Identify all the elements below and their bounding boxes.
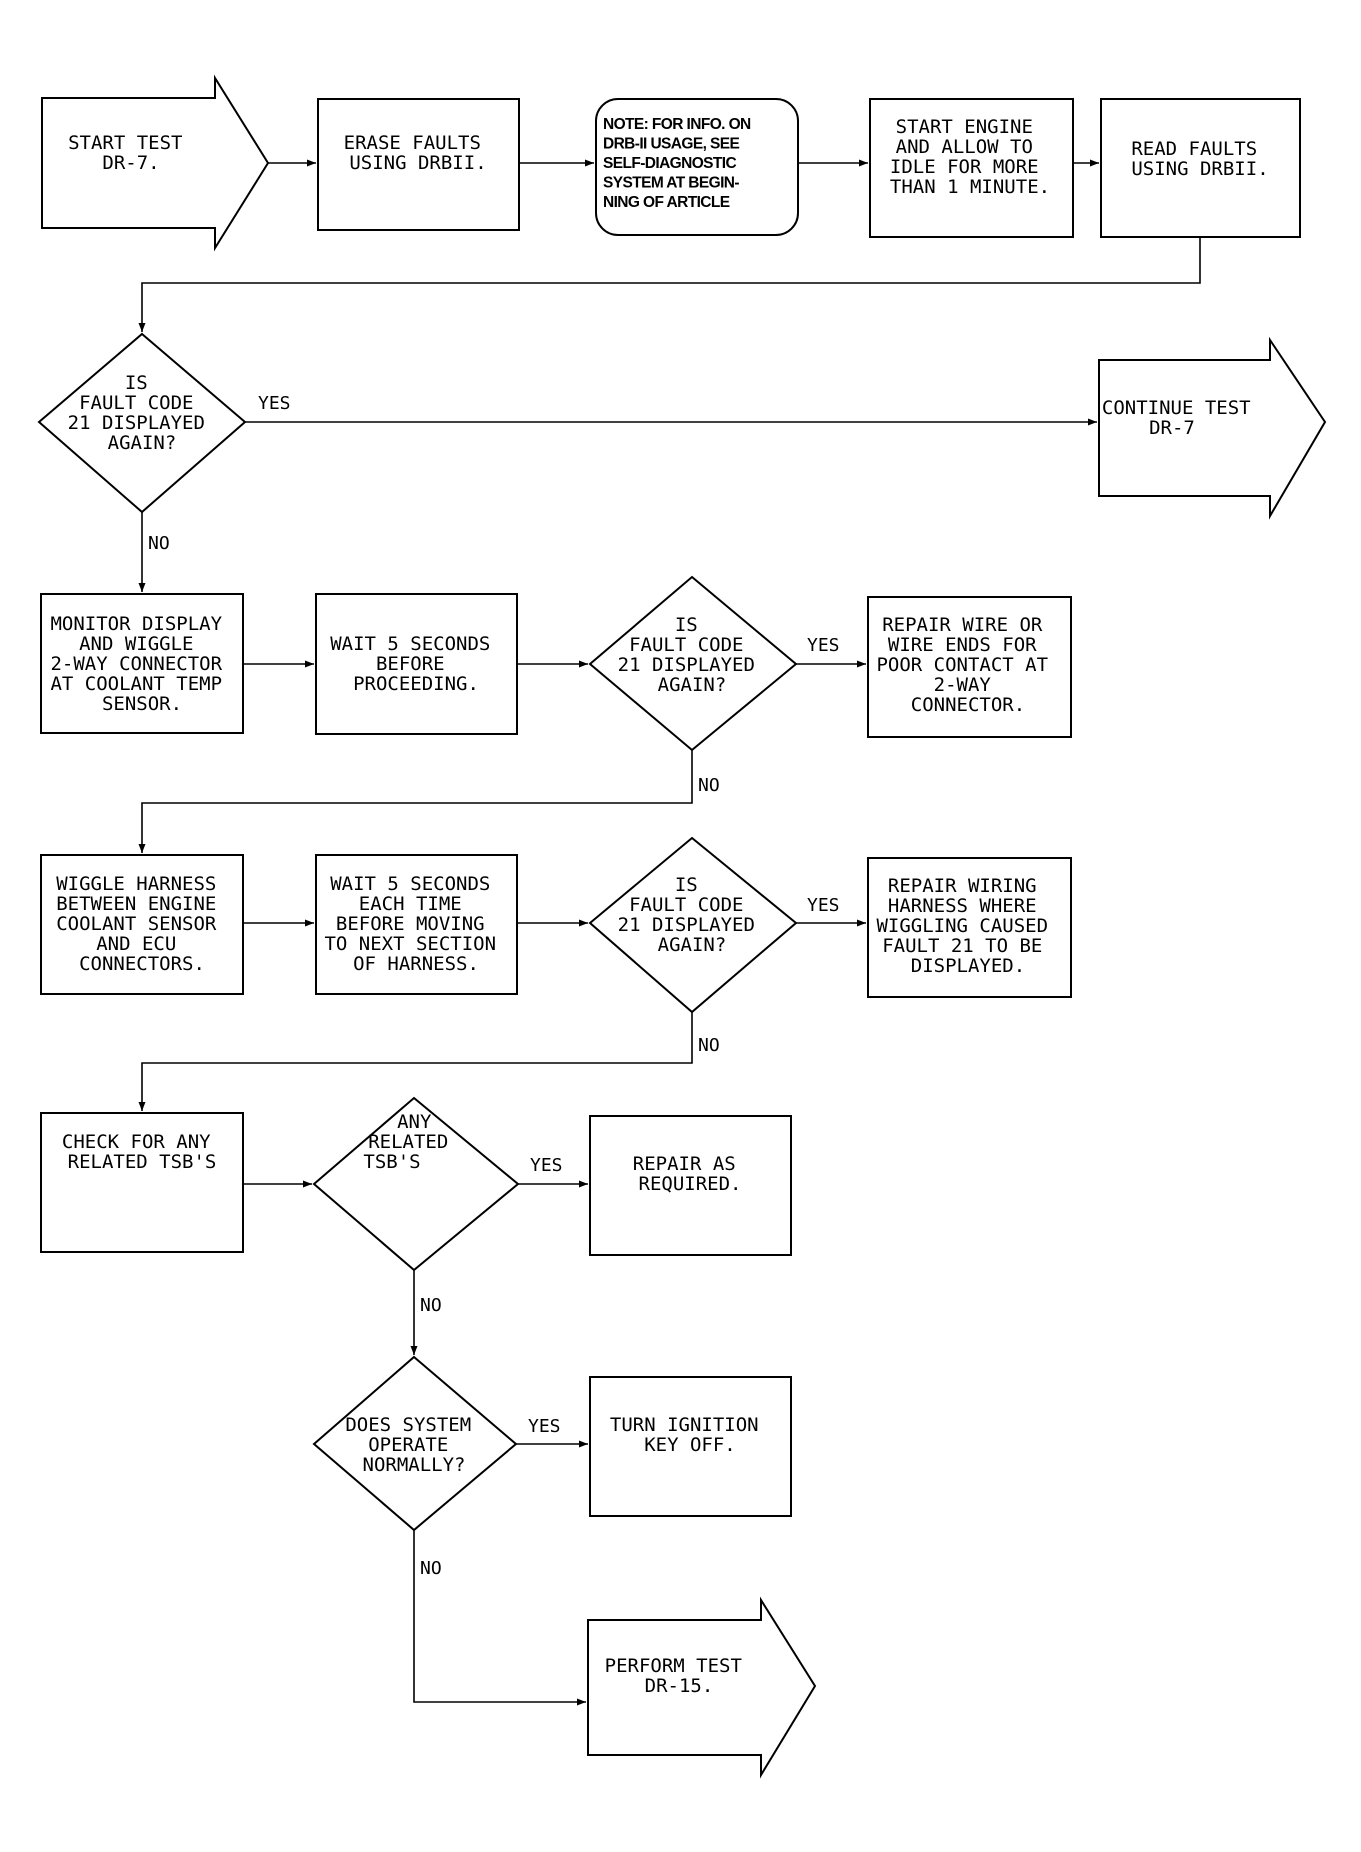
q3-yes-label: YES — [807, 895, 840, 916]
continue-test-arrow: CONTINUE TEST DR-7 — [1098, 336, 1327, 520]
repair-wiring-text: REPAIR WIRING HARNESS WHERE WIGGLING CAU… — [876, 875, 1059, 977]
start-engine-text: START ENGINE AND ALLOW TO IDLE FOR MORE … — [890, 116, 1050, 198]
q5-no-label: NO — [420, 1558, 442, 1579]
monitor-display-box: MONITOR DISPLAY AND WIGGLE 2-WAY CONNECT… — [40, 593, 244, 734]
q2-yes-label: YES — [807, 635, 840, 656]
q5-text: DOES SYSTEM OPERATE NORMALLY? — [345, 1414, 482, 1476]
wait-1-text: WAIT 5 SECONDS BEFORE PROCEEDING. — [330, 633, 502, 695]
q4-text: ANY RELATED TSB'S — [363, 1111, 459, 1173]
perform-test-arrow: PERFORM TEST DR-15. — [587, 1596, 817, 1779]
wait-2-box: WAIT 5 SECONDS EACH TIME BEFORE MOVING T… — [315, 854, 518, 995]
q3-text: IS FAULT CODE 21 DISPLAYED AGAIN? — [618, 874, 767, 956]
wiggle-harness-box: WIGGLE HARNESS BETWEEN ENGINE COOLANT SE… — [40, 854, 244, 995]
q1-yes-label: YES — [258, 393, 291, 414]
check-tsb-text: CHECK FOR ANY RELATED TSB'S — [62, 1131, 222, 1173]
turn-ignition-box: TURN IGNITION KEY OFF. — [589, 1376, 792, 1517]
perform-test-text: PERFORM TEST DR-15. — [605, 1655, 754, 1697]
q3-decision: IS FAULT CODE 21 DISPLAYED AGAIN? — [588, 836, 798, 1014]
wait-1-box: WAIT 5 SECONDS BEFORE PROCEEDING. — [315, 593, 518, 735]
q2-no-label: NO — [698, 775, 720, 796]
q5-yes-label: YES — [528, 1416, 561, 1437]
repair-wire-text: REPAIR WIRE OR WIRE ENDS FOR POOR CONTAC… — [876, 614, 1059, 716]
start-test-text: START TEST DR-7. — [68, 132, 194, 174]
q5-decision: DOES SYSTEM OPERATE NORMALLY? — [312, 1355, 518, 1532]
repair-required-text: REPAIR AS REQUIRED. — [633, 1153, 747, 1195]
repair-wiring-box: REPAIR WIRING HARNESS WHERE WIGGLING CAU… — [867, 857, 1072, 998]
edge-labels: YES NO YES NO YES NO YES NO YES NO — [148, 393, 840, 1579]
erase-faults-box: ERASE FAULTS USING DRBII. — [317, 98, 520, 231]
edge-q2-wiggle — [138, 750, 693, 853]
read-faults-box: READ FAULTS USING DRBII. — [1100, 98, 1301, 238]
check-tsb-box: CHECK FOR ANY RELATED TSB'S — [40, 1112, 244, 1253]
continue-test-text: CONTINUE TEST DR-7 — [1102, 397, 1262, 439]
q2-text: IS FAULT CODE 21 DISPLAYED AGAIN? — [618, 614, 767, 696]
wiggle-harness-text: WIGGLE HARNESS BETWEEN ENGINE COOLANT SE… — [56, 873, 228, 975]
q1-decision: IS FAULT CODE 21 DISPLAYED AGAIN? — [37, 332, 247, 514]
edge-q5-perform — [413, 1530, 586, 1706]
q4-no-label: NO — [420, 1295, 442, 1316]
start-engine-box: START ENGINE AND ALLOW TO IDLE FOR MORE … — [869, 98, 1074, 238]
note-text: NOTE: FOR INFO. ON DRB-II USAGE, SEE SEL… — [603, 116, 754, 211]
q4-yes-label: YES — [530, 1155, 563, 1176]
q4-decision: ANY RELATED TSB'S — [312, 1096, 520, 1272]
q1-no-label: NO — [148, 533, 170, 554]
turn-ignition-text: TURN IGNITION KEY OFF. — [610, 1414, 770, 1456]
repair-wire-box: REPAIR WIRE OR WIRE ENDS FOR POOR CONTAC… — [867, 596, 1072, 738]
monitor-display-text: MONITOR DISPLAY AND WIGGLE 2-WAY CONNECT… — [50, 613, 233, 715]
repair-required-box: REPAIR AS REQUIRED. — [589, 1115, 792, 1256]
q3-no-label: NO — [698, 1035, 720, 1056]
read-faults-text: READ FAULTS USING DRBII. — [1131, 138, 1268, 180]
edge-q3-check — [138, 1012, 693, 1111]
note-box: NOTE: FOR INFO. ON DRB-II USAGE, SEE SEL… — [595, 98, 799, 236]
start-test-arrow: START TEST DR-7. — [41, 74, 270, 252]
q1-text: IS FAULT CODE 21 DISPLAYED AGAIN? — [68, 372, 217, 454]
erase-faults-text: ERASE FAULTS USING DRBII. — [344, 132, 493, 174]
edge-read-q1 — [138, 237, 1201, 332]
q2-decision: IS FAULT CODE 21 DISPLAYED AGAIN? — [588, 575, 798, 752]
connectors — [138, 159, 1201, 1706]
wait-2-text: WAIT 5 SECONDS EACH TIME BEFORE MOVING T… — [324, 873, 507, 975]
